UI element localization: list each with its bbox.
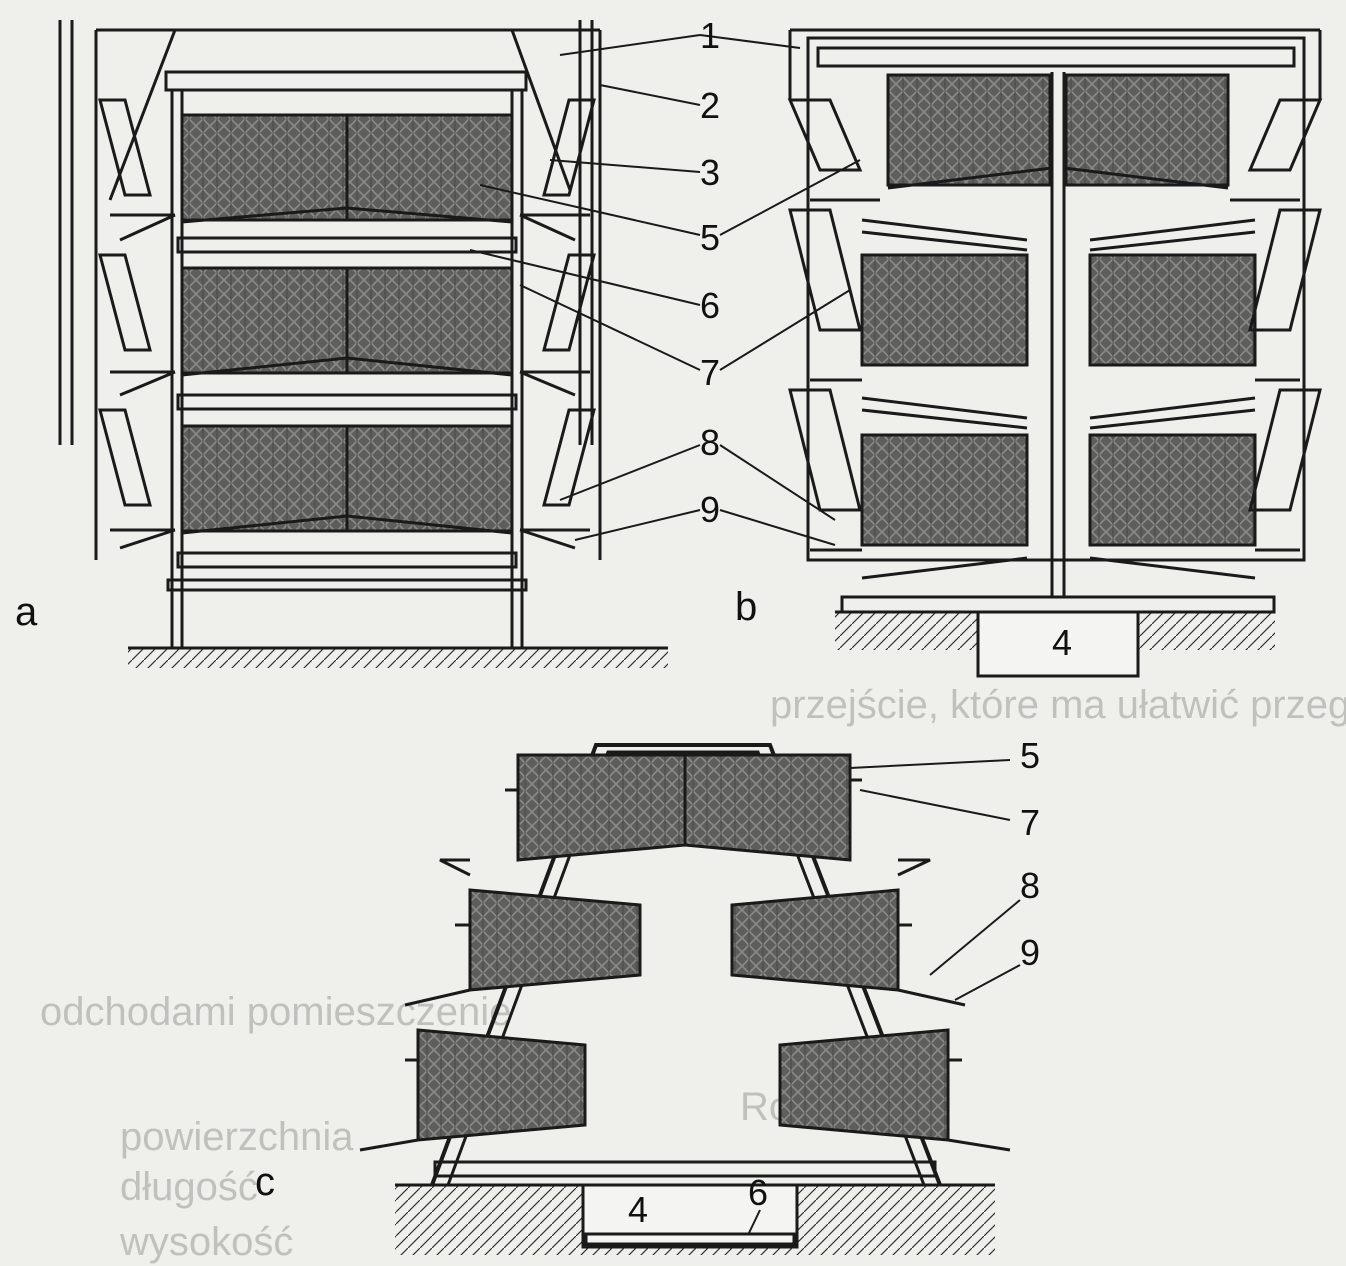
panel-c (359, 743, 1021, 1255)
callout-7-a: 7 (700, 352, 720, 393)
show-through-line-1: przejście, które ma ułatwić przeglądy, w… (770, 683, 1346, 727)
cage-c-mid-right (730, 888, 900, 992)
scraper-c (584, 1232, 796, 1246)
cage-c-low-right (778, 1028, 950, 1142)
panel-label-b: b (735, 585, 757, 629)
callout-6-c: 6 (748, 1172, 768, 1213)
callout-4-b: 4 (1052, 622, 1072, 663)
base-b (840, 595, 1276, 614)
callout-8-a: 8 (700, 422, 720, 463)
panel-label-a: a (15, 590, 38, 634)
ground-hatch-a (128, 648, 668, 668)
troughs-a (98, 98, 596, 550)
troughs-c (359, 778, 1011, 1152)
show-through-line-5: długość (120, 1165, 258, 1209)
callout-4-c: 4 (628, 1189, 648, 1230)
manure-pit-b (976, 610, 1140, 678)
cage-c-mid-left (468, 888, 642, 992)
leader-lines-c (747, 759, 1021, 1236)
cage-b-mid-left (860, 253, 1029, 367)
callout-9-a: 9 (700, 489, 720, 530)
leader-lines-a (469, 34, 701, 541)
troughs-b (787, 98, 1323, 552)
panel-b (699, 28, 1323, 678)
top-roller-a (164, 70, 528, 92)
callout-6-a: 6 (700, 285, 720, 326)
belt-a-2 (176, 393, 518, 411)
callout-8-c: 8 (1020, 865, 1040, 906)
belt-a-3 (176, 551, 518, 569)
callout-3: 3 (700, 152, 720, 193)
callout-labels: 1 2 3 5 6 7 8 9 4 5 7 8 9 4 6 a b c (15, 15, 1072, 1230)
show-through-line-4: powierzchnia (120, 1115, 354, 1159)
manure-pit-c (581, 1183, 799, 1249)
cage-b-low-right (1088, 433, 1257, 547)
cage-c-low-left (416, 1028, 587, 1142)
belt-a-1 (176, 236, 518, 254)
top-beam-b (816, 46, 1296, 68)
cage-b-mid-right (1088, 253, 1257, 367)
base-c (433, 1160, 937, 1178)
cage-b-top-left (886, 73, 1052, 187)
callout-5-c: 5 (1020, 735, 1040, 776)
frame-b (806, 36, 1306, 562)
callout-1: 1 (700, 15, 720, 56)
cage-b-top-right (1064, 73, 1230, 187)
panel-a (58, 20, 701, 668)
callout-2: 2 (700, 85, 720, 126)
callout-7-c: 7 (1020, 802, 1040, 843)
cage-b-low-left (860, 433, 1029, 547)
panel-label-c: c (255, 1160, 275, 1204)
base-a (166, 578, 528, 592)
callout-5-a: 5 (700, 217, 720, 258)
leader-lines-b (699, 34, 861, 546)
callout-9-c: 9 (1020, 932, 1040, 973)
show-through-line-6: wysokość (119, 1220, 293, 1264)
